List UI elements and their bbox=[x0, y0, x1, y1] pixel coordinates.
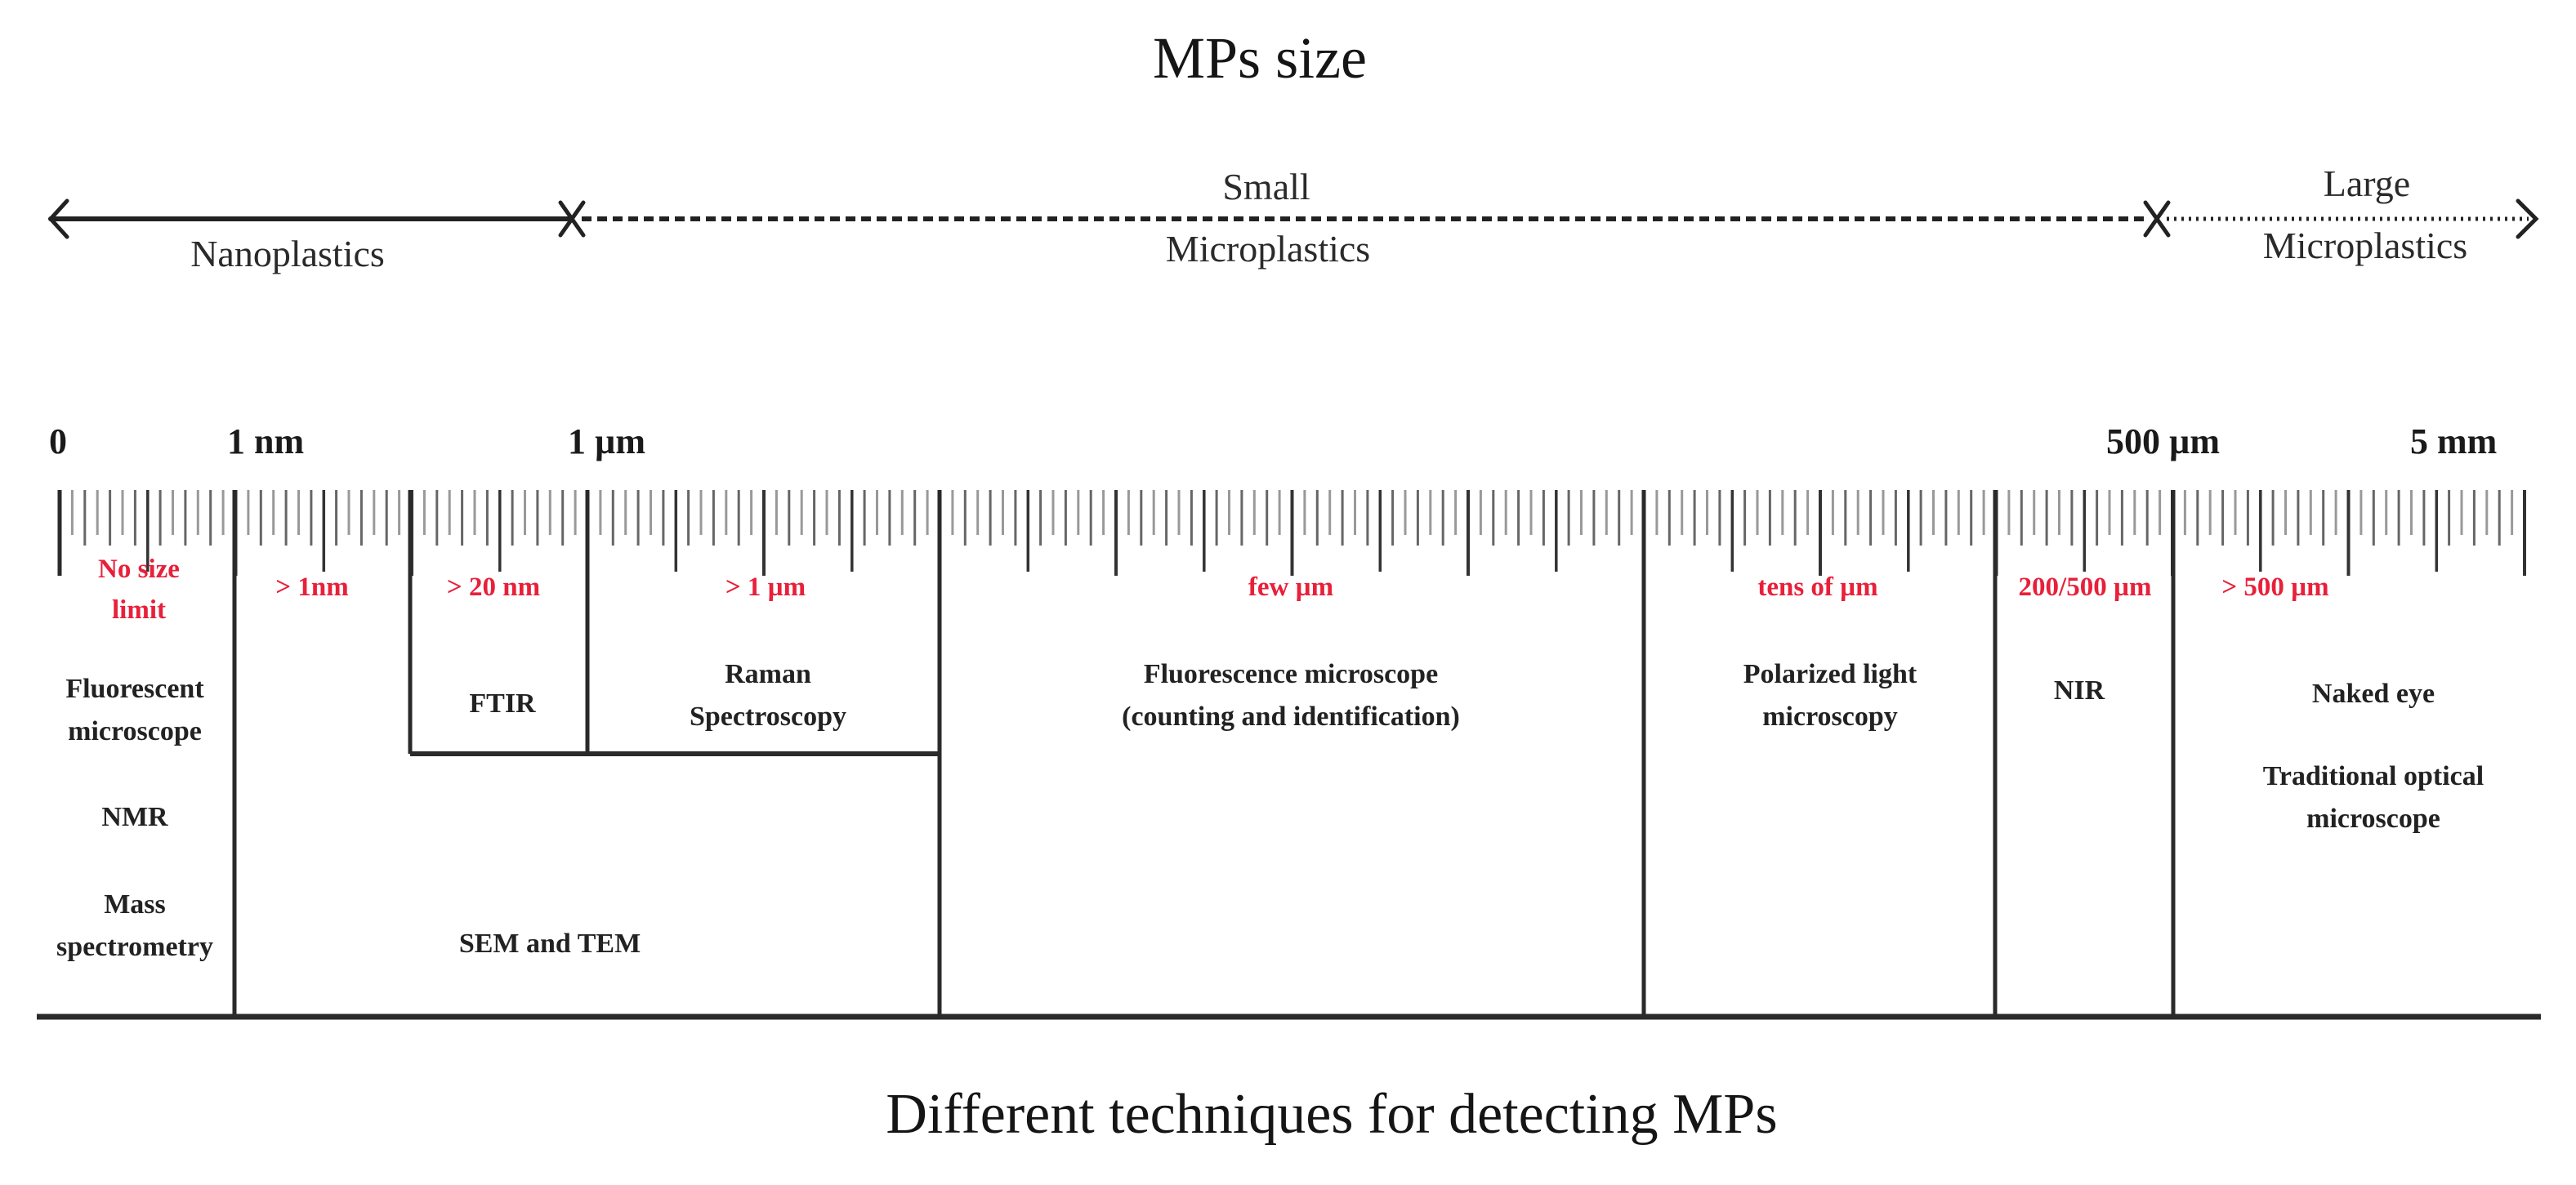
technique-ftir: FTIR bbox=[469, 688, 536, 719]
left-arrowhead-icon bbox=[47, 198, 69, 239]
nanoplastics-label: Nanoplastics bbox=[190, 233, 385, 274]
ruler-label-0: 0 bbox=[49, 421, 67, 461]
boundary-x-mark-icon bbox=[2143, 200, 2171, 238]
ruler-label-1nm: 1 nm bbox=[227, 421, 305, 461]
ruler-ticks bbox=[58, 490, 2526, 576]
limit-no-size: No size limit bbox=[98, 555, 180, 625]
technique-naked-eye: Naked eye bbox=[2311, 679, 2435, 709]
diagram-title: MPs size bbox=[1152, 25, 1368, 91]
technique-fluorescent-microscope: Fluorescent microscope bbox=[65, 674, 204, 746]
large-microplastics-label: Microplastics bbox=[2262, 225, 2468, 266]
limit-tens-um: tens of µm bbox=[1757, 572, 1878, 602]
technique-raman: Raman Spectroscopy bbox=[689, 659, 847, 732]
technique-polarized-light: Polarized light microscopy bbox=[1743, 659, 1917, 732]
large-label: Large bbox=[2323, 163, 2411, 204]
size-range-arrow bbox=[47, 198, 2539, 239]
technique-traditional-optical: Traditional optical microscope bbox=[2262, 761, 2484, 834]
ruler-label-500um: 500 µm bbox=[2106, 421, 2221, 461]
boundary-x-mark-icon bbox=[558, 200, 586, 238]
limit-200-500um: 200/500 µm bbox=[2018, 572, 2152, 602]
technique-fluorescence-microscope: Fluorescence microscope (counting and id… bbox=[1122, 659, 1460, 732]
limit-1nm: > 1nm bbox=[275, 572, 349, 602]
technique-nmr: NMR bbox=[101, 802, 168, 832]
limit-1um: > 1 µm bbox=[725, 572, 806, 602]
ruler-label-1um: 1 µm bbox=[568, 421, 646, 461]
small-microplastics-label: Microplastics bbox=[1165, 228, 1371, 270]
limit-few-um: few µm bbox=[1248, 572, 1334, 602]
limit-20nm: > 20 nm bbox=[446, 572, 541, 602]
technique-mass-spectrometry: Mass spectrometry bbox=[56, 889, 213, 962]
technique-grid bbox=[37, 490, 2541, 1020]
right-arrowhead-icon bbox=[2516, 198, 2539, 239]
small-label: Small bbox=[1222, 166, 1310, 207]
limit-500um: > 500 µm bbox=[2221, 572, 2329, 602]
ruler-label-5mm: 5 mm bbox=[2410, 421, 2498, 461]
technique-nir: NIR bbox=[2053, 675, 2105, 706]
technique-sem-tem: SEM and TEM bbox=[458, 929, 641, 959]
diagram-caption: Different techniques for detecting MPs bbox=[886, 1083, 1778, 1146]
